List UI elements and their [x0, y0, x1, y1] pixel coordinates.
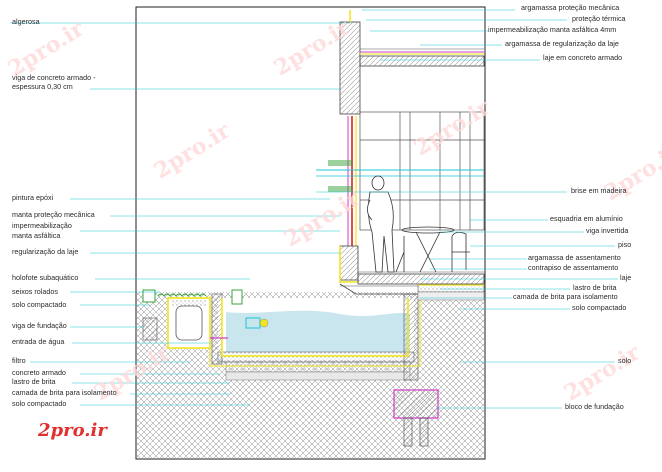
terrace-slab — [417, 284, 485, 293]
label-right: impermeabilização manta asfáltica 4mm — [488, 25, 617, 34]
pool-floor-gravel — [225, 361, 411, 373]
label-left: solo compactado — [12, 399, 67, 408]
label-right: viga invertida — [586, 226, 629, 235]
label-right: laje em concreto armado — [543, 53, 623, 62]
label-right: bloco de fundação — [565, 402, 624, 411]
label-left: impermeabilização — [12, 221, 72, 230]
label-right: piso — [618, 240, 632, 249]
brise-bracket — [328, 160, 352, 166]
label-right: argamassa de regularização da laje — [505, 39, 619, 48]
pool-floor-isolation — [225, 371, 411, 381]
filter-top — [172, 300, 206, 306]
label-left: holofote subaquático — [12, 273, 79, 282]
pool-waterproofing — [221, 298, 409, 357]
label-right: argamassa de assentamento — [528, 253, 621, 262]
foundation-block — [393, 389, 439, 419]
label-left: filtro — [12, 356, 26, 365]
foundation-beam — [142, 317, 158, 341]
label-right: solo — [618, 356, 632, 365]
label-right: contrapiso de assentamento — [528, 263, 619, 272]
label-right: solo compactado — [572, 303, 627, 312]
pool-wall-left — [211, 293, 223, 365]
terrace-gravel — [417, 291, 485, 301]
person-figure — [367, 175, 395, 273]
pool-water — [226, 310, 410, 352]
label-left: concreto armado — [12, 368, 66, 377]
planter-right — [231, 289, 243, 305]
label-left: manta proteção mecânica — [12, 210, 95, 219]
label-left: viga de concreto armado - — [12, 73, 96, 82]
site-logo: 2pro.ir — [38, 420, 107, 441]
label-right: brise em madeira — [571, 186, 627, 195]
label-right: lastro de brita — [573, 283, 617, 292]
label-left: lastro de brita — [12, 377, 56, 386]
roof-slab — [359, 55, 485, 67]
inverted-beam — [339, 245, 359, 281]
label-left: camada de brita para isolamento — [12, 388, 117, 397]
label-left: viga de fundação — [12, 321, 67, 330]
leader-lines-left — [10, 22, 350, 406]
planter-left — [142, 289, 156, 303]
label-left: espessura 0,30 cm — [12, 82, 73, 91]
leader-lines-right — [316, 9, 618, 409]
label-right: esquadria em alumínio — [550, 214, 623, 223]
furniture — [395, 226, 470, 273]
label-left: entrada de água — [12, 337, 65, 346]
pile-right — [419, 417, 429, 447]
pebbles — [157, 293, 207, 297]
filter-inner — [175, 305, 203, 341]
label-left: manta asfáltica — [12, 231, 61, 240]
label-left: pintura epóxi — [12, 193, 54, 202]
label-right: argamassa proteção mecânica — [521, 3, 620, 12]
label-left: regularização da laje — [12, 247, 79, 256]
label-left: solo compactado — [12, 300, 67, 309]
label-left: algerosa — [12, 17, 40, 26]
slab-underside — [339, 283, 418, 295]
label-left: seixos rolados — [12, 287, 58, 296]
pool-floor-concrete — [217, 351, 415, 363]
label-right: laje — [620, 273, 632, 282]
label-right: proteção térmica — [572, 14, 626, 23]
pile-left — [403, 417, 413, 447]
label-right: camada de brita para isolamento — [513, 292, 618, 301]
pool-wall-right — [403, 293, 419, 381]
underwater-light — [245, 317, 261, 329]
